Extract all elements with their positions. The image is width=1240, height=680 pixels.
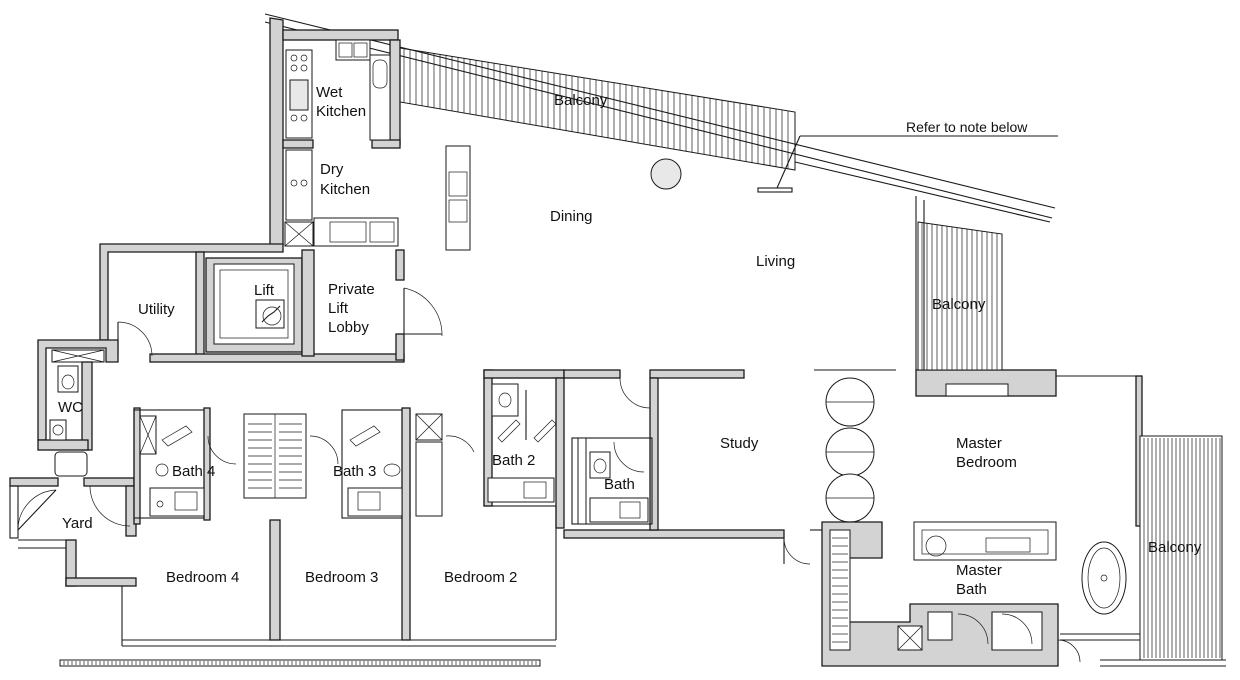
label-bath: Bath bbox=[604, 476, 635, 493]
label-bedroom3: Bedroom 3 bbox=[305, 569, 378, 586]
label-living: Living bbox=[756, 253, 795, 270]
bedroom-walls bbox=[59, 369, 785, 667]
label-wc: WC bbox=[58, 399, 83, 416]
label-yard: Yard bbox=[62, 515, 93, 532]
note-leader: Refer to note below bbox=[757, 119, 1058, 193]
note-text: Refer to note below bbox=[906, 119, 1028, 135]
label-dining: Dining bbox=[550, 208, 593, 225]
label-balcony-master: Balcony bbox=[1148, 539, 1202, 556]
label-utility: Utility bbox=[138, 301, 175, 318]
right-balconies bbox=[915, 196, 1226, 667]
kitchen-walls bbox=[269, 17, 471, 251]
label-bath4: Bath 4 bbox=[172, 463, 215, 480]
utility-lift-walls bbox=[99, 243, 443, 363]
label-bedroom4: Bedroom 4 bbox=[166, 569, 239, 586]
wc-yard-walls bbox=[9, 339, 137, 587]
label-study: Study bbox=[720, 435, 759, 452]
label-balcony-top: Balcony bbox=[554, 92, 608, 109]
label-bath3: Bath 3 bbox=[333, 463, 376, 480]
label-lift: Lift bbox=[254, 282, 275, 299]
label-balcony-right: Balcony bbox=[932, 296, 986, 313]
dining-table bbox=[650, 158, 682, 190]
label-bath2: Bath 2 bbox=[492, 452, 535, 469]
label-bedroom2: Bedroom 2 bbox=[444, 569, 517, 586]
master-walls bbox=[783, 369, 1143, 667]
